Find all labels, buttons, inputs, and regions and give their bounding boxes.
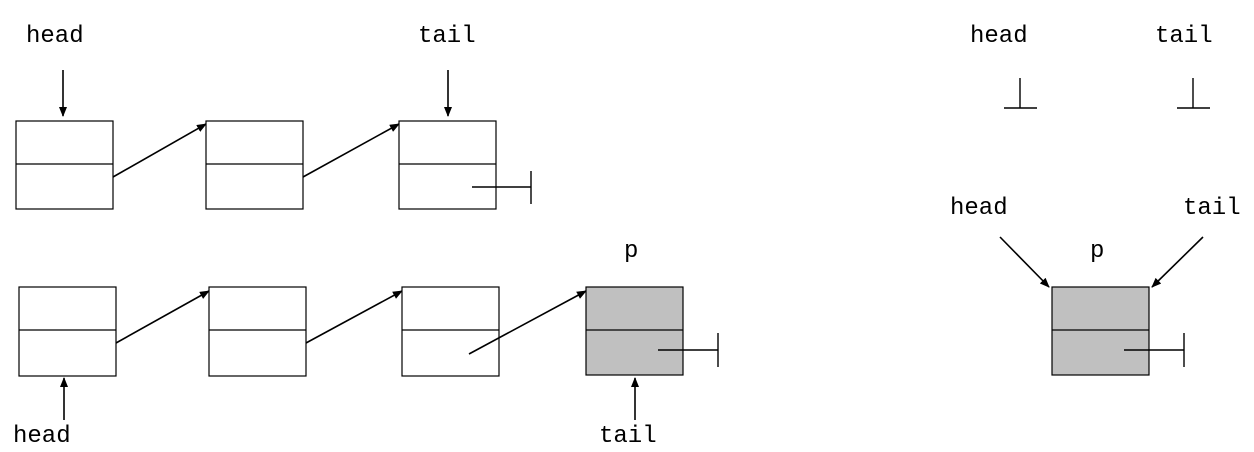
bottom-node-2 [208,286,307,377]
single-head-pointer-arrow [999,236,1050,288]
bottom-node-3 [401,286,500,377]
top-list: head tail [15,23,532,210]
bottom-node-1-box [18,286,117,377]
top-null-pointer-icon [472,171,532,204]
bottom-new-node-p [585,286,684,376]
top-node-3-box [398,120,497,210]
bottom-next-arrow-1 [115,290,210,344]
top-node-3 [398,120,497,210]
bottom-next-arrow-3 [468,290,587,355]
bottom-node-1 [18,286,117,377]
top-node-2 [205,120,304,210]
empty-head-label: head [970,23,1028,50]
bottom-list: p head tail [13,238,719,450]
single-node-list: head tail p [950,195,1241,376]
top-next-arrow-1 [112,123,207,178]
empty-head-null-icon [1004,78,1037,109]
single-tail-pointer-arrow [1151,236,1204,288]
bottom-p-label: p [624,238,638,265]
empty-tail-label: tail [1155,23,1213,50]
top-tail-label: tail [418,23,476,50]
single-head-label: head [950,195,1008,222]
top-node-2-box [205,120,304,210]
single-node-box [1051,286,1150,376]
bottom-null-pointer-icon [658,333,719,367]
empty-tail-null-icon [1177,78,1210,109]
top-head-label: head [26,23,84,50]
bottom-next-arrow-2 [305,290,403,344]
top-node-1 [15,120,114,210]
single-tail-label: tail [1183,195,1241,222]
empty-list: head tail [970,23,1213,109]
bottom-node-2-box [208,286,307,377]
bottom-node-3-box [401,286,500,377]
top-next-arrow-2 [302,123,400,178]
bottom-head-label: head [13,423,71,450]
top-node-1-box [15,120,114,210]
bottom-tail-label: tail [599,423,657,450]
single-null-pointer-icon [1124,333,1185,367]
single-node-p [1051,286,1150,376]
bottom-new-node-box [585,286,684,376]
single-p-label: p [1090,238,1104,265]
